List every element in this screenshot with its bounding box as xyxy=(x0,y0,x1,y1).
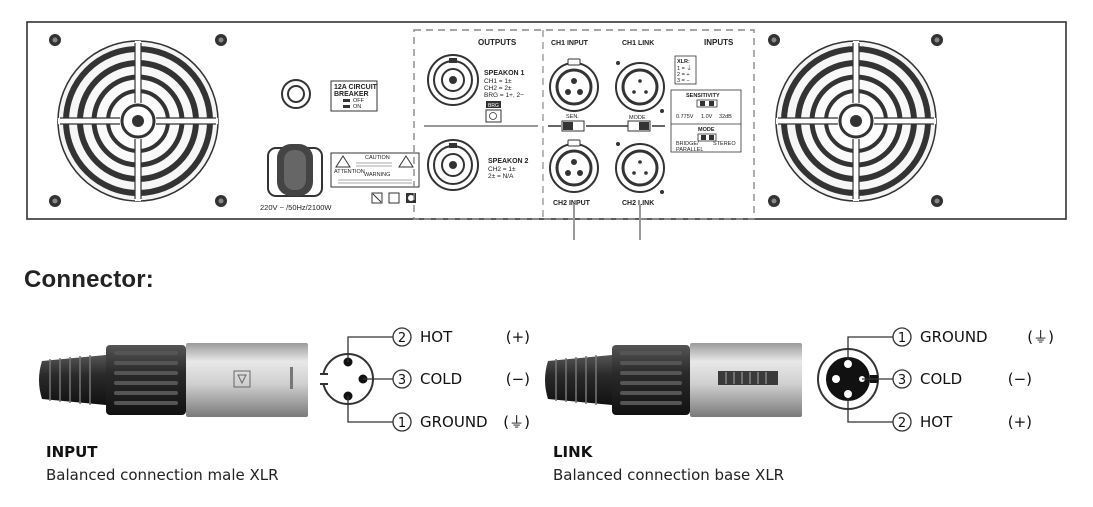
breaker-off-label: OFF xyxy=(353,98,365,104)
breaker-line2: BREAKER xyxy=(334,91,369,98)
link-subtitle: Balanced connection base XLR xyxy=(553,466,785,484)
speakon1-brg: BRG = 1+, 2− xyxy=(484,92,524,99)
input-pin-name: COLD xyxy=(420,370,462,388)
ch2-link-label: CH2 LINK xyxy=(622,200,654,207)
breaker-on-label: ON xyxy=(353,104,361,110)
mode-legend-title: MODE xyxy=(698,127,715,133)
compliance-icons xyxy=(371,192,416,204)
sen-label: SEN. xyxy=(566,114,579,120)
connector-heading: Connector: xyxy=(24,266,154,293)
mode-parallel-label: PARALLEL xyxy=(676,147,703,153)
sensitivity-option-1: 0.775V xyxy=(676,114,694,120)
input-pin-number: 1 xyxy=(398,416,406,431)
ch2-input-xlr-jack[interactable] xyxy=(549,139,599,193)
caution-text: CAUTION xyxy=(365,155,390,161)
input-pin-number: 3 xyxy=(398,373,406,388)
link-pin-sign: (⏚) xyxy=(1027,328,1054,346)
speakon1-ch2: CH2 = 2± xyxy=(484,85,512,92)
sensitivity-option-3: 32dB xyxy=(719,114,732,120)
speakon1-title: SPEAKON 1 xyxy=(484,70,525,77)
brg-badge xyxy=(486,101,501,108)
screw-icon xyxy=(49,34,943,207)
power-rating-label: 220V ~ /50Hz/2100W xyxy=(260,203,332,212)
highlight-dashed-frame xyxy=(413,29,755,220)
xlr-pinout-legend: XLR: 1 = ⏚ 2 = + 3 = − xyxy=(674,55,697,85)
input-pinout-diagram: 2 3 1 HOT COLD GROUND (+) (−) (⏚) xyxy=(320,327,530,432)
inputs-title: INPUTS xyxy=(704,38,734,47)
link-title: LINK xyxy=(553,443,593,461)
link-pin-name: GROUND xyxy=(920,328,988,346)
link-pin-name: COLD xyxy=(920,370,962,388)
input-pin-sign: (+) xyxy=(506,328,530,346)
xlr-legend-2: 2 = + xyxy=(677,72,690,78)
speakon1-jack[interactable] xyxy=(427,54,479,106)
link-pin-sign: (−) xyxy=(1008,370,1032,388)
male-xlr-plug-illustration xyxy=(39,343,308,417)
mode-stereo-label: STEREO xyxy=(713,141,736,147)
link-pin-name: HOT xyxy=(920,413,953,431)
leader-lines xyxy=(573,204,641,240)
mode-switch[interactable] xyxy=(627,120,651,132)
sensitivity-option-2: 1.0V xyxy=(701,114,713,120)
sensitivity-mode-legend: SENSITIVITY 0.775V 1.0V 32dB MODE BRIDGE… xyxy=(670,89,742,153)
brg-badge-text: BRG xyxy=(488,103,499,109)
input-pin-sign: (−) xyxy=(506,370,530,388)
ch1-input-xlr-jack[interactable] xyxy=(549,58,599,112)
attention-text: ATTENTION xyxy=(334,169,365,175)
link-pin-sign: (+) xyxy=(1008,413,1032,431)
ch1-input-label: CH1 INPUT xyxy=(551,40,589,47)
fan-grille-right xyxy=(775,40,937,202)
warning-text: WARNING xyxy=(364,172,390,178)
mode-bridge-label: BRIDGE/ xyxy=(676,141,699,147)
caution-warning-label: CAUTION ATTENTION WARNING xyxy=(330,152,420,188)
outputs-title: OUTPUTS xyxy=(478,38,517,47)
input-subtitle: Balanced connection male XLR xyxy=(46,466,279,484)
speakon2-jack[interactable] xyxy=(427,139,479,191)
link-pin-number: 3 xyxy=(898,373,906,388)
xlr-legend-title: XLR: xyxy=(677,59,690,65)
power-cable-inlet xyxy=(267,144,323,197)
fan-grille-left xyxy=(57,40,219,202)
sensitivity-switch[interactable] xyxy=(561,120,585,132)
breaker-line1: 12A CIRCUIT xyxy=(334,84,378,91)
circuit-breaker-button[interactable] xyxy=(281,79,311,109)
bridge-mode-icon xyxy=(485,109,502,123)
xlr-legend-3: 3 = − xyxy=(677,78,690,84)
mode-switch-label: MODE xyxy=(629,115,646,121)
sensitivity-title: SENSITIVITY xyxy=(686,93,720,99)
input-pin-name: GROUND xyxy=(420,413,488,431)
link-pin-number: 1 xyxy=(898,331,906,346)
xlr-legend-1: 1 = ⏚ xyxy=(677,65,692,72)
female-xlr-socket-illustration xyxy=(545,343,802,417)
rear-panel: 12A CIRCUIT BREAKER OFF ON 220V ~ /50Hz/… xyxy=(26,21,1067,240)
ch2-link-xlr-jack[interactable] xyxy=(615,142,665,194)
speakon1-ch1: CH1 = 1± xyxy=(484,78,512,85)
speakon2-title: SPEAKON 2 xyxy=(488,158,529,165)
link-pinout-diagram: 1 3 2 GROUND COLD HOT (⏚) (−) (+) xyxy=(817,327,1054,432)
speakon2-ch2: CH2 = 1± xyxy=(488,166,516,173)
link-pin-number: 2 xyxy=(898,416,906,431)
breaker-label-box: 12A CIRCUIT BREAKER OFF ON xyxy=(330,80,378,112)
input-pin-name: HOT xyxy=(420,328,453,346)
input-pin-sign: (⏚) xyxy=(503,413,530,431)
ch2-input-label: CH2 INPUT xyxy=(553,200,591,207)
input-pin-number: 2 xyxy=(398,331,406,346)
ch1-link-label: CH1 LINK xyxy=(622,40,654,47)
ch1-link-xlr-jack[interactable] xyxy=(615,61,665,113)
speakon2-na: 2± = N/A xyxy=(488,173,514,180)
input-title: INPUT xyxy=(46,443,98,461)
